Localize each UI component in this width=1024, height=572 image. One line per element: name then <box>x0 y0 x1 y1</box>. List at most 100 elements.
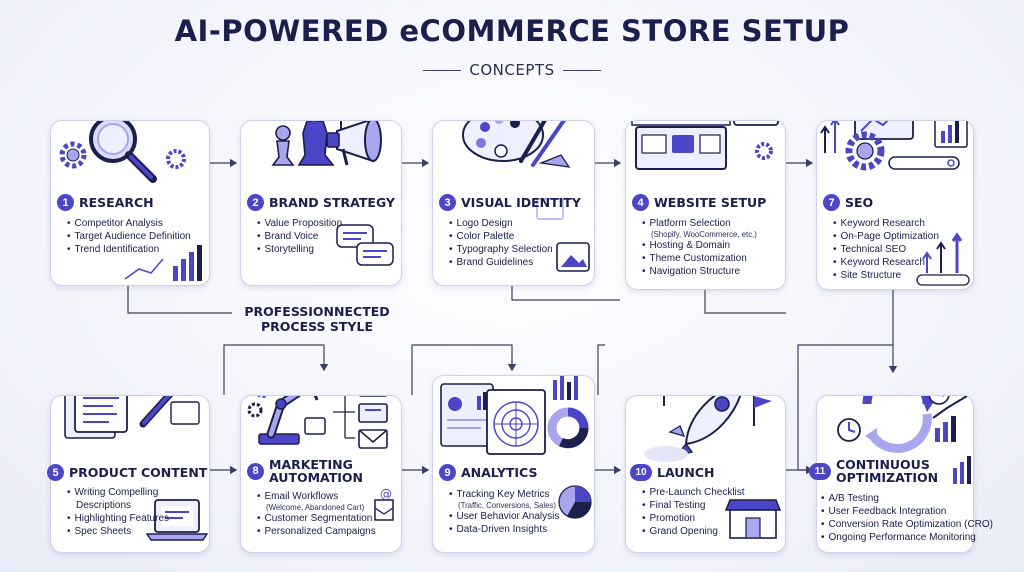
svg-text:@: @ <box>380 487 392 501</box>
list-item-note: (Traffic, Conversions, Sales) <box>458 501 556 510</box>
mail-icon: @ <box>333 396 394 521</box>
list-item: Value Proposition <box>257 217 343 230</box>
rocket-icon <box>644 396 742 462</box>
list-item: Technical SEO <box>833 243 939 256</box>
connector-label: PROFESSIONNECTED PROCESS STYLE <box>244 304 390 334</box>
list-item: Email Workflows(Welcome, Abandoned Cart) <box>257 490 376 512</box>
step-card-continuous-optimization: 11 CONTINUOUS OPTIMIZATION A/B Testing U… <box>809 395 993 553</box>
pie-chart-icon <box>558 485 592 519</box>
list-item: Spec Sheets <box>67 525 169 538</box>
step-items: Email Workflows(Welcome, Abandoned Cart)… <box>257 490 376 538</box>
step-number-badge: 10 <box>630 464 652 481</box>
chat-bubbles-icon <box>336 224 394 266</box>
storefront-icon <box>631 121 731 170</box>
list-item: Promotion <box>642 512 745 525</box>
list-item-note: (Shopify, WooCommerce, etc.) <box>651 230 757 239</box>
step-items: Writing Compelling Descriptions Highligh… <box>67 486 170 538</box>
donut-chart-icon <box>547 407 589 449</box>
radar-icon <box>486 389 546 455</box>
connector-into-8 <box>223 344 329 395</box>
code-icon <box>733 121 779 126</box>
list-item: Data-Driven Insights <box>449 523 559 536</box>
connector-4-loop <box>704 290 786 314</box>
list-item: Descriptions <box>76 500 132 511</box>
gears-icon <box>247 396 269 418</box>
cycle-arrows-icon <box>862 396 935 453</box>
step-card-product-content: 5 PRODUCT CONTENT Writing Compelling Des… <box>47 395 210 553</box>
list-item: Brand Guidelines <box>449 256 553 269</box>
step-number-badge: 7 <box>823 194 840 211</box>
palette-icon <box>462 121 544 162</box>
step-items: Value Proposition Brand Voice Storytelli… <box>257 217 343 256</box>
list-item: Color Palette <box>449 230 553 243</box>
step-card-brand-strategy: 2 BRAND STRATEGY Value Proposition Brand… <box>240 120 402 286</box>
list-item: Keyword Research <box>833 217 939 230</box>
list-item: Personalized Campaigns <box>257 525 376 538</box>
page-title: AI-POWERED eCOMMERCE STORE SETUP <box>174 14 850 48</box>
list-item: Navigation Structure <box>642 265 757 278</box>
step-title: PRODUCT CONTENT <box>69 465 208 480</box>
list-item: Target Audience Definition <box>67 230 191 243</box>
step-card-seo: 7 SEO Keyword Research On-Page Optimizat… <box>816 120 974 290</box>
step-title: WEBSITE SETUP <box>654 195 767 210</box>
list-item: Site Structure <box>833 269 939 282</box>
step-card-website-setup: 4 WEBSITE SETUP Platform Selection(Shopi… <box>625 120 786 290</box>
dashboard-icon <box>854 121 968 148</box>
list-item: On-Page Optimization <box>833 230 939 243</box>
list-item: Grand Opening <box>642 525 745 538</box>
step-title: CONTINUOUS OPTIMIZATION <box>836 457 939 485</box>
bar-chart-icon <box>124 245 202 281</box>
connector-into-10 <box>597 344 605 395</box>
subtitle-row: CONCEPTS <box>412 59 612 81</box>
step-card-marketing-automation: @ 8 MARKETING AUTOMATION Email Workflows… <box>240 395 402 553</box>
flag-icon <box>340 121 342 131</box>
list-item-note: (Welcome, Abandoned Cart) <box>266 503 365 512</box>
list-item: Storytelling <box>257 243 342 256</box>
subtitle: CONCEPTS <box>469 61 555 79</box>
step-items: Competitor Analysis Target Audience Defi… <box>67 217 191 256</box>
flag-icon <box>663 396 772 426</box>
step-title: LAUNCH <box>657 465 715 480</box>
clock-icon <box>837 396 950 442</box>
brushes-icon <box>519 121 571 168</box>
list-item: Writing Compelling <box>67 486 169 499</box>
step-title: SEO <box>845 195 874 210</box>
megaphone-icon <box>326 121 382 166</box>
list-item: A/B Testing <box>821 492 993 505</box>
list-item: Typography Selection <box>449 243 553 256</box>
connector-1-loop <box>127 286 232 314</box>
step-items: Tracking Key Metrics(Traffic, Conversion… <box>449 488 560 536</box>
list-item: Conversion Rate Optimization (CRO) <box>821 518 994 531</box>
step-number-badge: 8 <box>247 462 264 480</box>
list-item: Theme Customization <box>642 252 757 265</box>
gears-icon <box>59 141 186 169</box>
list-item: Logo Design <box>449 217 553 230</box>
pen-icon <box>139 396 200 428</box>
step-items: A/B Testing User Feedback Integration Co… <box>821 492 994 544</box>
step-card-analytics: 9 ANALYTICS Tracking Key Metrics(Traffic… <box>432 375 595 553</box>
step-items: Pre-Launch Checklist Final Testing Promo… <box>642 486 745 538</box>
list-item: Hosting & Domain <box>642 239 757 252</box>
growth-chart-icon <box>932 396 971 484</box>
list-item: Final Testing <box>642 499 745 512</box>
step-number-badge: 9 <box>439 464 456 481</box>
gear-icon <box>845 131 885 171</box>
list-item: Trend Identification <box>67 243 191 256</box>
list-item: User Feedback Integration <box>821 505 993 518</box>
connector-3-loop <box>511 286 620 301</box>
documents-icon <box>64 396 128 439</box>
step-title: ANALYTICS <box>461 465 538 480</box>
step-card-research: 1 RESEARCH Competitor Analysis Target Au… <box>50 120 210 286</box>
step-number-badge: 11 <box>809 462 831 480</box>
dashboard-icon <box>440 376 578 447</box>
list-item: Customer Segmentation <box>257 512 376 525</box>
list-item: Keyword Research <box>833 256 939 269</box>
step-items: Platform Selection(Shopify, WooCommerce,… <box>642 217 757 278</box>
step-title: BRAND STRATEGY <box>269 195 395 210</box>
step-number-badge: 2 <box>247 194 264 211</box>
list-item: Competitor Analysis <box>67 217 191 230</box>
step-title: VISUAL IDENTITY <box>461 195 581 210</box>
step-number-badge: 1 <box>57 194 74 211</box>
step-number-badge: 4 <box>632 194 649 211</box>
